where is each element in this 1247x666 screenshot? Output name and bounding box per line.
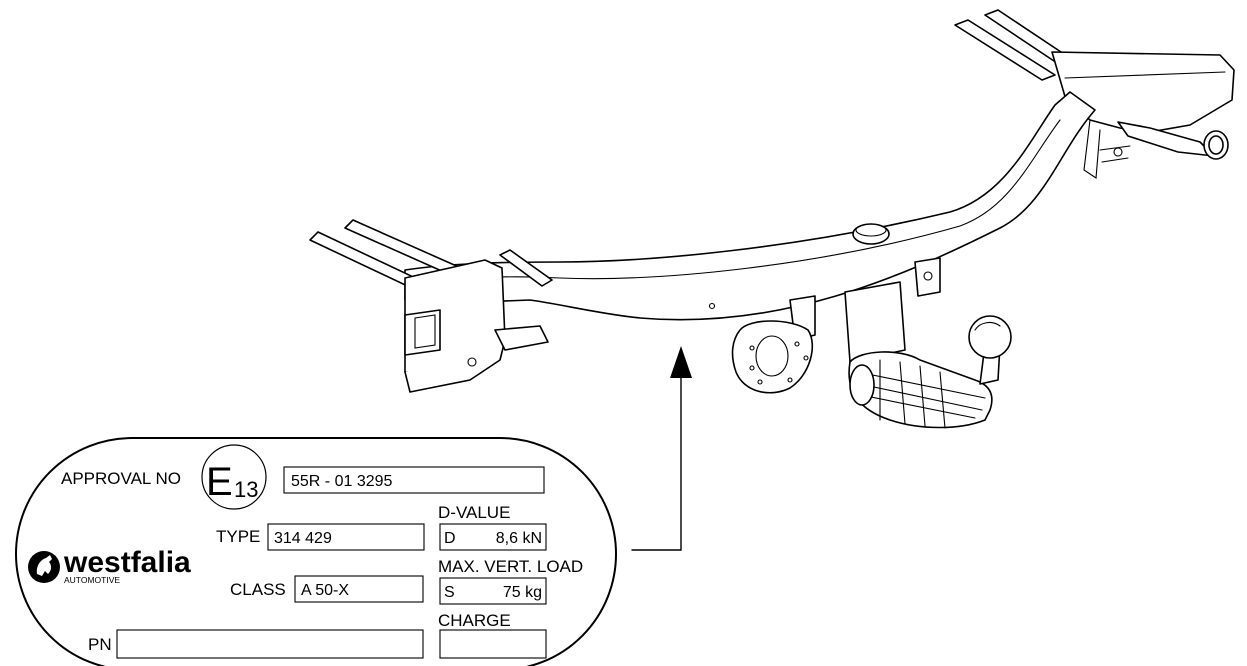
type-value: 314 429: [274, 530, 332, 547]
approval-mark-sub: 13: [234, 477, 258, 502]
class-value: A 50-X: [301, 582, 349, 599]
approval-number-field: [283, 466, 545, 494]
westfalia-logo: westfalia AUTOMOTIVE: [28, 546, 191, 585]
pointer-arrow: [631, 346, 692, 551]
cross-beam: [404, 91, 1096, 321]
s-symbol: S: [444, 584, 455, 601]
vert-load-label: MAX. VERT. LOAD: [438, 557, 583, 576]
pn-field: [116, 629, 424, 659]
vert-load-field: [439, 577, 547, 605]
tow-bar-illustration: [309, 9, 1235, 429]
right-mounting-bracket: [954, 9, 1235, 179]
approval-number: 55R - 01 3295: [291, 473, 393, 490]
tow-ball: [968, 315, 1012, 359]
d-value: 8,6 kN: [496, 530, 542, 547]
approval-mark-circle: [201, 444, 267, 510]
d-value-label: D-VALUE: [438, 503, 510, 522]
brand-sub: AUTOMOTIVE: [64, 575, 120, 585]
pn-label: PN: [88, 635, 112, 654]
type-field: [267, 523, 425, 551]
approval-mark: E: [206, 460, 233, 504]
d-value-field: [439, 523, 547, 551]
class-field: [294, 575, 424, 603]
d-symbol: D: [444, 530, 456, 547]
brand-name: westfalia: [63, 546, 191, 579]
approval-label: APPROVAL NO: [61, 469, 181, 488]
type-label: TYPE: [216, 527, 260, 546]
s-value: 75 kg: [503, 584, 542, 601]
charge-label: CHARGE: [438, 611, 511, 630]
socket-mount: [731, 295, 816, 394]
left-mounting-bracket: [309, 219, 553, 393]
type-plate: APPROVAL NO E 13 55R - 01 3295 TYPE 314 …: [15, 437, 617, 666]
tow-ball-assembly: [844, 257, 1012, 429]
charge-field: [439, 629, 547, 659]
class-label: CLASS: [230, 580, 286, 599]
